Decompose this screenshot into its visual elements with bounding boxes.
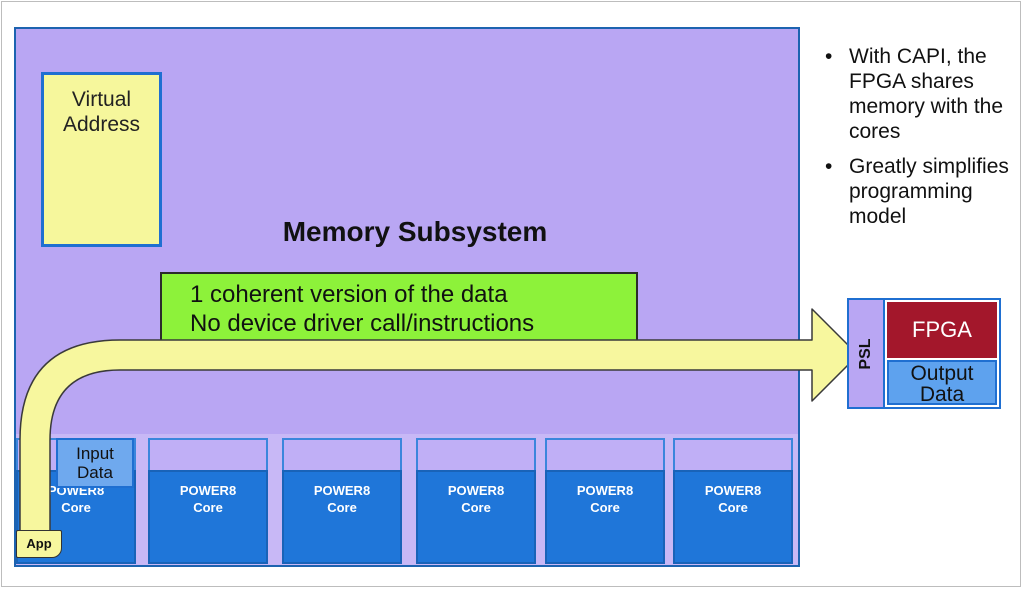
core-label: Core: [461, 500, 491, 515]
core-name: POWER8: [179, 483, 237, 498]
virtual-address-box: Virtual Address: [41, 72, 162, 247]
core-chip: POWER8 Core: [282, 470, 402, 564]
power8-core-5: POWER8 Core: [545, 438, 665, 564]
psl-block: PSL: [849, 300, 885, 407]
virtual-address-line2: Address: [62, 113, 141, 136]
coherent-line2: No device driver call/instructions: [190, 310, 535, 337]
bullet-list: • With CAPI, the FPGA shares memory with…: [822, 44, 1012, 239]
core-chip: POWER8 Core: [545, 470, 665, 564]
core-chip: POWER8 Core: [148, 470, 268, 564]
input-data-line1: Input: [76, 444, 114, 463]
bullet-dot-icon: •: [825, 155, 833, 178]
core-chip: POWER8 Core: [416, 470, 536, 564]
core-name: POWER8: [576, 483, 634, 498]
core-label: Core: [61, 500, 91, 515]
input-data-box: Input Data: [56, 438, 134, 488]
virtual-address-line1: Virtual: [71, 88, 132, 111]
app-label: App: [16, 530, 62, 558]
output-data-line2: Data: [919, 383, 965, 406]
core-label: Core: [590, 500, 620, 515]
power8-core-3: POWER8 Core: [282, 438, 402, 564]
memory-subsystem-title: Memory Subsystem: [282, 216, 548, 247]
power8-core-6: POWER8 Core: [673, 438, 793, 564]
output-data-block: Output Data: [887, 360, 997, 405]
psl-label: PSL: [857, 337, 874, 370]
accelerator-box: PSL FPGA Output Data: [847, 298, 1001, 409]
core-chip: POWER8 Core: [673, 470, 793, 564]
bullet-dot-icon: •: [825, 45, 833, 68]
bullet-item: • Greatly simplifies programming model: [822, 154, 1012, 229]
output-data-line1: Output: [910, 362, 974, 385]
power8-core-4: POWER8 Core: [416, 438, 536, 564]
coherent-data-box: 1 coherent version of the data No device…: [160, 272, 638, 348]
core-label: Core: [327, 500, 357, 515]
core-name: POWER8: [447, 483, 505, 498]
core-name: POWER8: [313, 483, 371, 498]
fpga-block: FPGA: [887, 302, 997, 358]
core-name: POWER8: [704, 483, 762, 498]
core-label: Core: [718, 500, 748, 515]
coherent-line1: 1 coherent version of the data: [190, 281, 508, 308]
power8-core-2: POWER8 Core: [148, 438, 268, 564]
input-data-line2: Data: [77, 463, 113, 482]
bullet-text: With CAPI, the FPGA shares memory with t…: [849, 45, 1004, 143]
bullet-text: Greatly simplifies programming model: [849, 155, 1009, 228]
bullet-item: • With CAPI, the FPGA shares memory with…: [822, 44, 1012, 144]
core-label: Core: [193, 500, 223, 515]
